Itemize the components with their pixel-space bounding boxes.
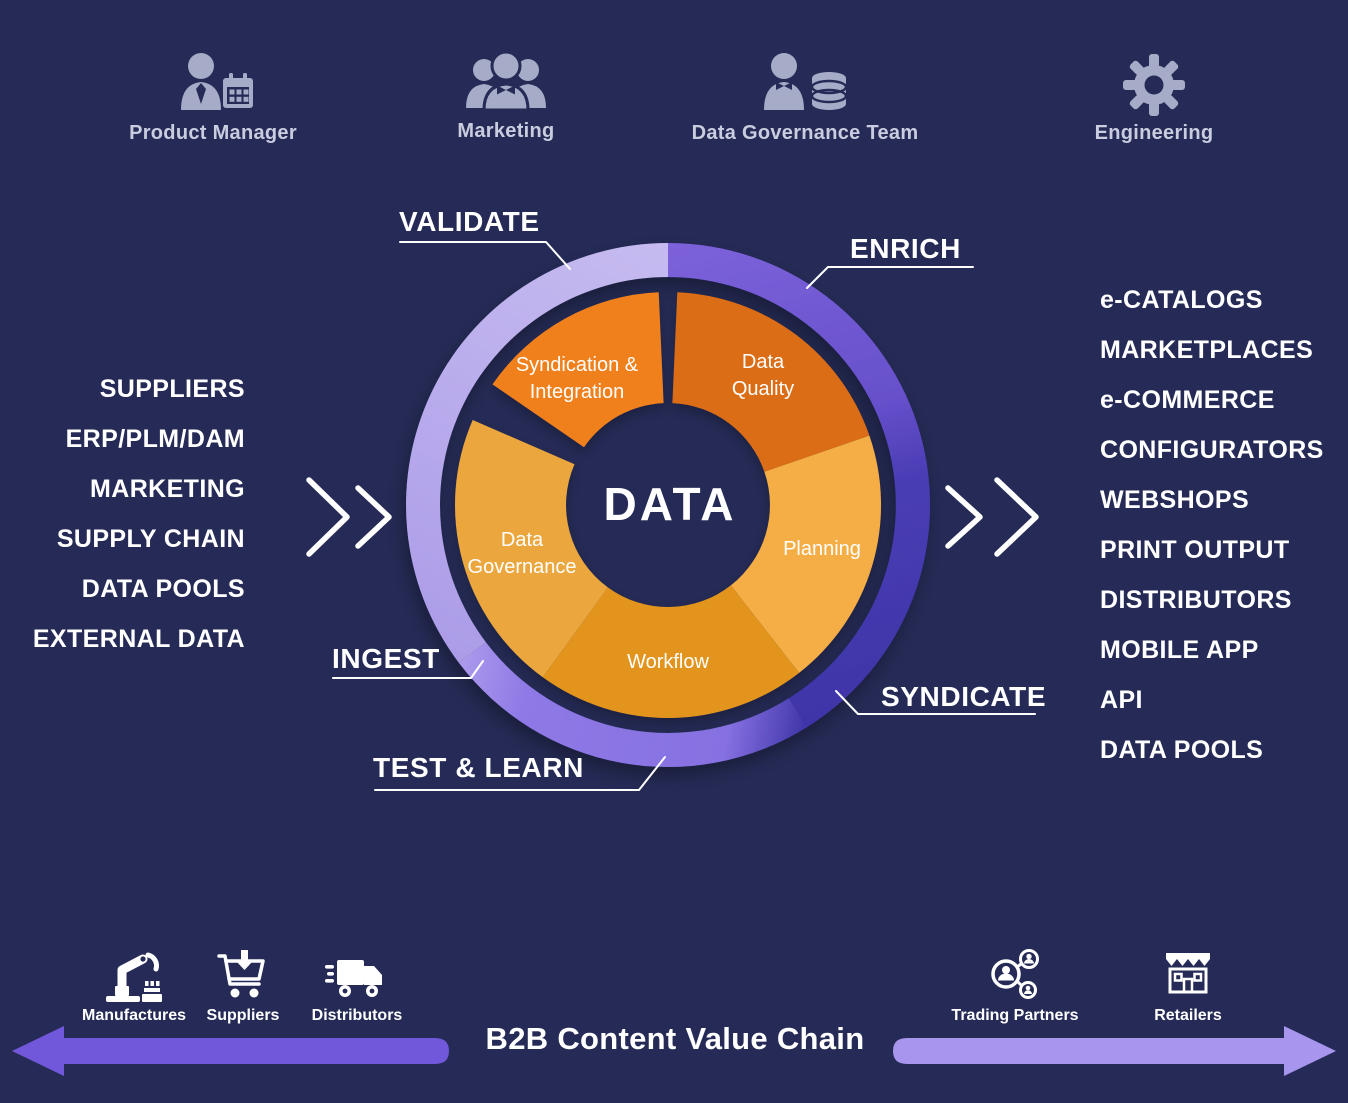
persona-product-manager: Product Manager (123, 50, 303, 145)
persona-label: Data Governance Team (691, 122, 919, 144)
value-chain-arrow-right (893, 1026, 1336, 1076)
entity-label: Trading Partners (951, 1007, 1079, 1024)
person-calendar-icon (181, 53, 253, 110)
entity-trading-partners: Trading Partners (940, 948, 1090, 1025)
value-chain-title: B2B Content Value Chain (485, 1021, 865, 1056)
entity-retailers: Retailers (1128, 948, 1248, 1025)
data-pie (455, 292, 882, 719)
phase-label-syndicate: SYNDICATE (881, 681, 1047, 712)
slice-label-data-governance: Data Governance (467, 529, 577, 578)
input-flow-chevrons (306, 477, 392, 557)
ring-arc-validate-ingest-side (406, 243, 668, 663)
slice-label-syndication-integration: Syndication & Integration (515, 354, 639, 403)
output-item: DATA POOLS (1100, 735, 1264, 764)
output-item: MOBILE APP (1100, 635, 1259, 664)
slice-label-workflow: Workflow (627, 651, 709, 673)
diagram-center-label: DATA (603, 478, 737, 530)
person-database-icon (764, 53, 848, 110)
ingest-callout-line (332, 660, 484, 679)
output-item: DISTRIBUTORS (1100, 585, 1292, 614)
storefront-icon (1166, 953, 1210, 994)
chevron-icon (994, 477, 1039, 557)
input-item: SUPPLY CHAIN (56, 524, 245, 553)
ring-arc-enrich-side (668, 243, 931, 728)
enrich-callout-line (806, 266, 974, 289)
partners-network-icon (991, 949, 1039, 999)
entity-distributors: Distributors (297, 948, 417, 1025)
input-item: MARKETING (90, 474, 245, 503)
slice-data-governance (455, 420, 608, 678)
slice-workflow (542, 585, 800, 719)
delivery-truck-icon (325, 960, 382, 997)
input-item: ERP/PLM/DAM (65, 424, 245, 453)
robot-arm-icon (106, 952, 162, 1002)
output-item: CONFIGURATORS (1100, 435, 1324, 464)
chevron-icon (306, 477, 350, 557)
output-item: e-COMMERCE (1100, 385, 1275, 414)
persona-engineering: Engineering (1064, 52, 1244, 145)
entity-label: Suppliers (206, 1007, 280, 1024)
chevron-icon (945, 485, 983, 549)
slice-syndication-integration (492, 292, 664, 448)
slice-label-data-quality: Data Quality (731, 351, 795, 400)
value-chain-arrow-left (12, 1026, 449, 1076)
ring-arc-syndicate-testlearn-side (458, 642, 807, 768)
slice-planning (730, 435, 882, 673)
cart-download-icon (217, 950, 265, 998)
output-item: API (1100, 685, 1143, 714)
output-item: PRINT OUTPUT (1100, 535, 1290, 564)
entity-label: Retailers (1154, 1007, 1222, 1024)
persona-marketing: Marketing (416, 48, 596, 143)
entity-label: Distributors (311, 1007, 403, 1024)
entity-suppliers: Suppliers (183, 948, 303, 1025)
output-item: WEBSHOPS (1100, 485, 1250, 514)
entity-label: Manufactures (81, 1007, 187, 1024)
slice-data-quality (672, 292, 870, 472)
slice-label-planning: Planning (783, 538, 861, 560)
syndicate-callout-line (835, 690, 1036, 715)
inputs-list: SUPPLIERS ERP/PLM/DAM MARKETING SUPPLY C… (30, 364, 245, 664)
persona-data-governance-team: Data Governance Team (690, 50, 920, 145)
output-item: e-CATALOGS (1100, 285, 1263, 314)
phase-label-ingest: INGEST (332, 643, 440, 674)
output-flow-chevrons (945, 477, 1039, 557)
chevron-icon (355, 485, 392, 549)
input-item: EXTERNAL DATA (32, 624, 245, 653)
validate-callout-line (399, 241, 571, 270)
testlearn-callout-line (374, 756, 666, 791)
phase-label-validate: VALIDATE (399, 206, 540, 237)
input-item: SUPPLIERS (99, 374, 245, 403)
entity-manufactures: Manufactures (74, 948, 194, 1025)
callout-lines (332, 241, 1036, 791)
input-item: DATA POOLS (81, 574, 245, 603)
outputs-list: e-CATALOGS MARKETPLACES e-COMMERCE CONFI… (1100, 275, 1340, 775)
phase-label-test-learn: TEST & LEARN (373, 752, 584, 783)
phase-label-enrich: ENRICH (850, 233, 961, 264)
output-item: MARKETPLACES (1100, 335, 1314, 364)
persona-label: Marketing (457, 120, 555, 142)
gear-icon (1123, 54, 1185, 116)
persona-label: Engineering (1094, 122, 1214, 144)
persona-label: Product Manager (129, 122, 297, 144)
people-group-icon (466, 50, 546, 112)
phase-ring (406, 243, 931, 768)
